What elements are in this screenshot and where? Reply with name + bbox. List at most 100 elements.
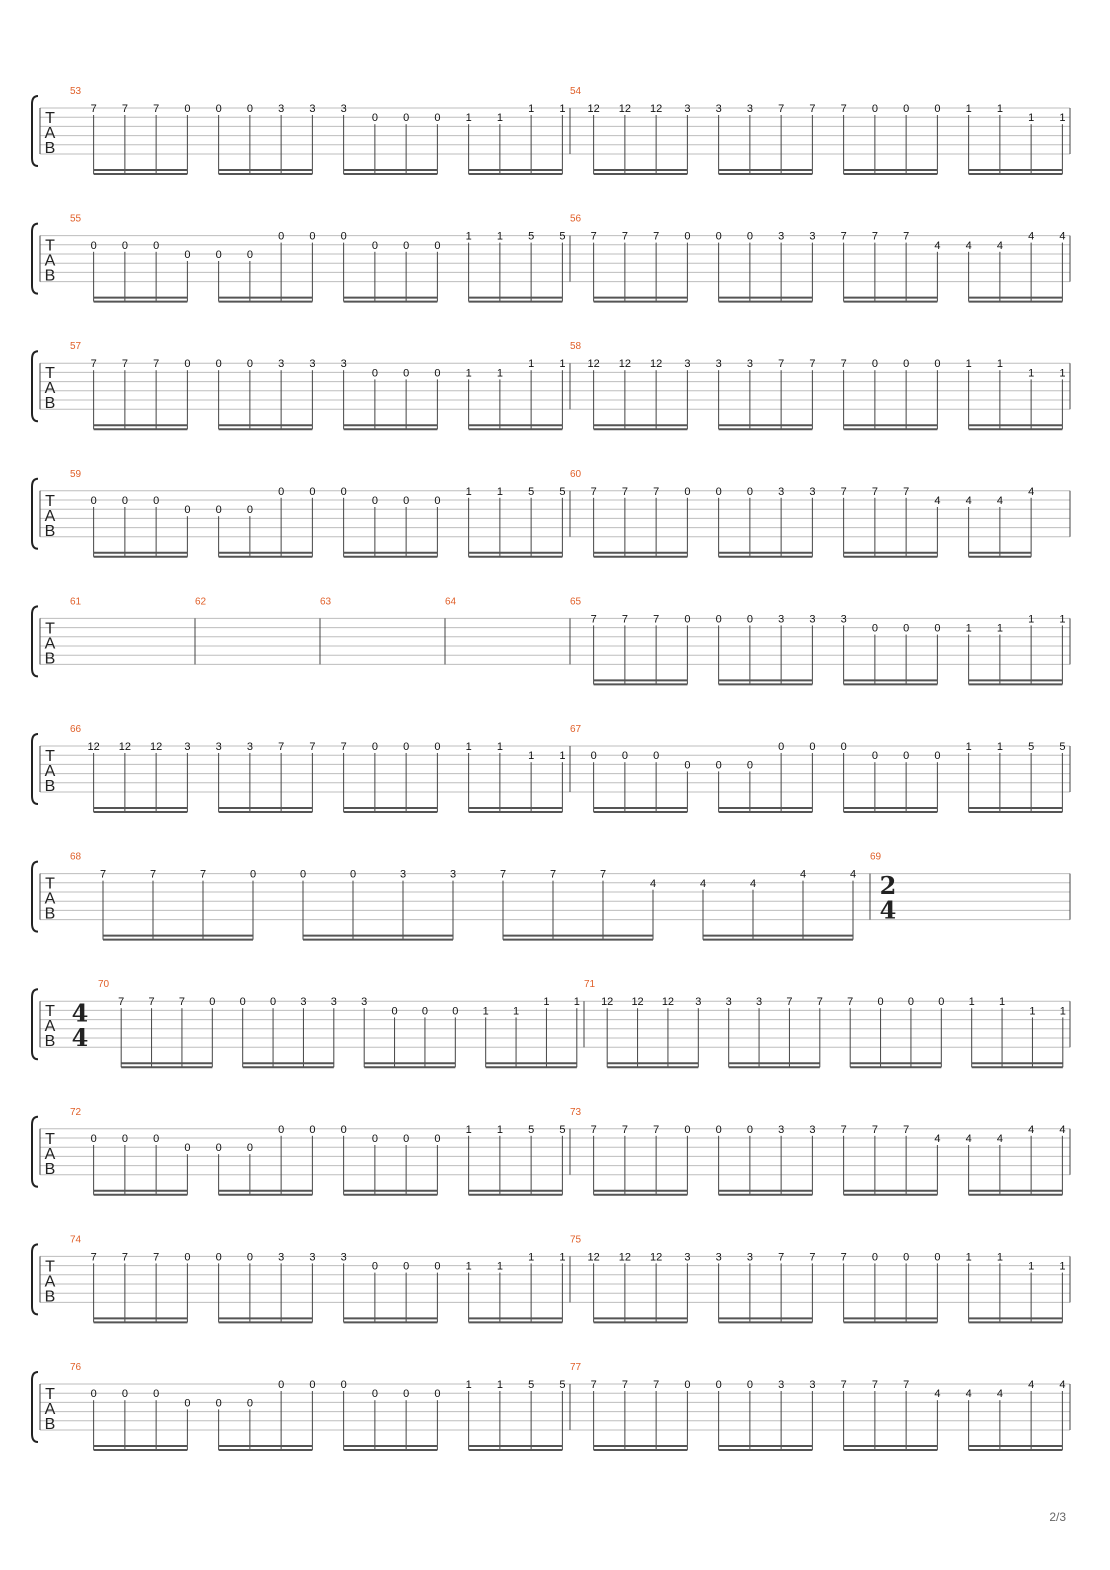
fret-number: 1: [543, 996, 549, 1008]
fret-number: 7: [872, 486, 878, 498]
fret-number: 1: [1028, 367, 1034, 379]
fret-number: 3: [716, 358, 722, 370]
fret-number: 0: [216, 358, 222, 370]
fret-number: 3: [747, 1251, 753, 1263]
fret-number: 0: [403, 495, 409, 507]
fret-number: 7: [600, 869, 606, 881]
fret-number: 0: [153, 495, 159, 507]
fret-number: 12: [588, 103, 600, 115]
fret-number: 0: [184, 504, 190, 516]
fret-number: 4: [934, 1388, 940, 1400]
fret-number: 5: [528, 1124, 534, 1136]
fret-number: 0: [153, 240, 159, 252]
fret-number: 3: [809, 1124, 815, 1136]
fret-number: 1: [1029, 1005, 1035, 1017]
measure-number: 74: [70, 1234, 82, 1245]
system-brace: [31, 860, 39, 933]
fret-number: 1: [497, 486, 503, 498]
fret-number: 0: [184, 103, 190, 115]
measure-number: 65: [570, 596, 582, 607]
tab-clef-letter: B: [45, 523, 56, 540]
fret-number: 7: [903, 1379, 909, 1391]
fret-number: 1: [997, 103, 1003, 115]
fret-number: 7: [653, 486, 659, 498]
tab-clef-letter: A: [45, 891, 56, 908]
fret-number: 3: [778, 1379, 784, 1391]
fret-number: 0: [372, 240, 378, 252]
fret-number: 1: [966, 741, 972, 753]
fret-number: 1: [966, 103, 972, 115]
fret-number: 3: [726, 996, 732, 1008]
page-number: 2/3: [1049, 1510, 1066, 1524]
fret-number: 4: [966, 240, 972, 252]
tab-clef-letter: A: [45, 1273, 56, 1290]
measure-number: 66: [70, 724, 82, 735]
tab-clef-letter: A: [45, 125, 56, 142]
fret-number: 3: [778, 1124, 784, 1136]
fret-number: 7: [841, 103, 847, 115]
fret-number: 7: [872, 231, 878, 243]
fret-number: 0: [184, 249, 190, 261]
fret-number: 7: [653, 613, 659, 625]
fret-number: 0: [434, 741, 440, 753]
tab-clef-letter: B: [45, 778, 56, 795]
fret-number: 4: [934, 1133, 940, 1145]
fret-number: 1: [497, 112, 503, 124]
fret-number: 0: [716, 1124, 722, 1136]
fret-number: 1: [1059, 367, 1065, 379]
system-brace: [31, 222, 39, 295]
fret-number: 7: [653, 1124, 659, 1136]
fret-number: 1: [466, 1261, 472, 1273]
fret-number: 3: [184, 741, 190, 753]
fret-number: 1: [997, 1251, 1003, 1263]
fret-number: 1: [466, 486, 472, 498]
fret-number: 0: [392, 1005, 398, 1017]
fret-number: 1: [559, 358, 565, 370]
fret-number: 0: [434, 1388, 440, 1400]
fret-number: 0: [209, 996, 215, 1008]
fret-number: 7: [809, 1251, 815, 1263]
fret-number: 7: [778, 1251, 784, 1263]
fret-number: 0: [684, 759, 690, 771]
system-brace: [31, 477, 39, 550]
fret-number: 3: [341, 1251, 347, 1263]
fret-number: 3: [809, 231, 815, 243]
fret-number: 7: [153, 103, 159, 115]
fret-number: 3: [278, 103, 284, 115]
fret-number: 1: [559, 103, 565, 115]
time-signature-bottom: 4: [72, 1023, 89, 1052]
tab-clef-letter: T: [45, 493, 55, 510]
fret-number: 4: [934, 240, 940, 252]
fret-number: 1: [997, 741, 1003, 753]
fret-number: 0: [903, 750, 909, 762]
fret-number: 7: [778, 358, 784, 370]
fret-number: 7: [200, 869, 206, 881]
fret-number: 7: [591, 231, 597, 243]
fret-number: 0: [684, 486, 690, 498]
fret-number: 0: [341, 1379, 347, 1391]
fret-number: 4: [997, 1133, 1003, 1145]
tab-clef-letter: A: [45, 253, 56, 270]
fret-number: 0: [872, 103, 878, 115]
measure-number: 77: [570, 1362, 582, 1373]
fret-number: 0: [434, 367, 440, 379]
measure-number: 60: [570, 469, 582, 480]
fret-number: 0: [403, 367, 409, 379]
fret-number: 7: [122, 103, 128, 115]
fret-number: 0: [184, 1142, 190, 1154]
fret-number: 3: [747, 103, 753, 115]
fret-number: 7: [153, 1251, 159, 1263]
fret-number: 0: [903, 1251, 909, 1263]
fret-number: 1: [513, 1005, 519, 1017]
